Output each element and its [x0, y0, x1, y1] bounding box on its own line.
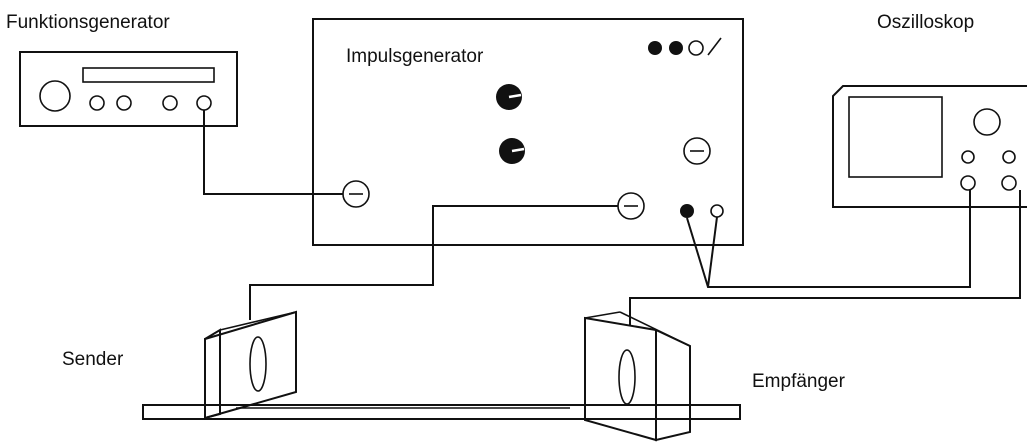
oscilloscope-socket — [1002, 150, 1016, 164]
pulse-output-socket — [617, 192, 645, 220]
cable-function-to-pulse — [203, 110, 343, 195]
rotary-knob-icon — [496, 84, 522, 110]
sender-label: Sender — [62, 349, 124, 370]
indicator-led-icon — [688, 40, 704, 56]
oscilloscope-label: Oszilloskop — [877, 12, 974, 33]
rotary-knob-icon — [499, 138, 525, 164]
cable-receiver-signal — [629, 190, 1021, 325]
cable-pulse-to-sender — [249, 205, 618, 320]
sender-lens-icon — [249, 336, 267, 392]
receiver-output-socket — [710, 204, 724, 218]
optical-rail — [142, 404, 741, 420]
cable-receiver-junction — [707, 216, 718, 288]
pulse-generator-body — [312, 18, 744, 246]
receiver-input-socket — [680, 204, 694, 218]
function-generator-socket — [89, 95, 105, 111]
oscilloscope-screen — [848, 96, 943, 178]
indicator-led-icon — [669, 41, 683, 55]
switch-icon — [707, 37, 722, 56]
function-generator-knob — [39, 80, 71, 112]
sender-transducer — [204, 310, 297, 420]
receiver-transducer — [584, 311, 691, 442]
oscilloscope — [832, 85, 1027, 208]
receiver-lens-icon — [618, 349, 636, 405]
function-generator-label: Funktionsgenerator — [6, 12, 170, 33]
trigger-input-socket — [342, 180, 370, 208]
function-generator-body — [19, 51, 238, 127]
function-generator-display — [82, 67, 215, 83]
indicator-led-icon — [648, 41, 662, 55]
rail-bar — [142, 404, 741, 420]
oscilloscope-knob — [973, 108, 1001, 136]
function-generator-socket — [116, 95, 132, 111]
cables — [203, 110, 1021, 325]
receiver-label: Empfänger — [752, 371, 846, 392]
oscilloscope-socket — [961, 150, 975, 164]
function-generator-socket — [162, 95, 178, 111]
oscilloscope-body — [832, 85, 1027, 208]
function-generator-output-socket — [196, 95, 212, 111]
function-generator — [19, 51, 238, 127]
cable-receiver-to-oscilloscope — [686, 190, 971, 288]
connector-socket — [683, 137, 711, 165]
pulse-generator-label: Impulsgenerator — [346, 46, 484, 67]
pulse-generator — [312, 18, 744, 246]
oscilloscope-channel-socket — [960, 175, 976, 191]
oscilloscope-channel-socket — [1001, 175, 1017, 191]
